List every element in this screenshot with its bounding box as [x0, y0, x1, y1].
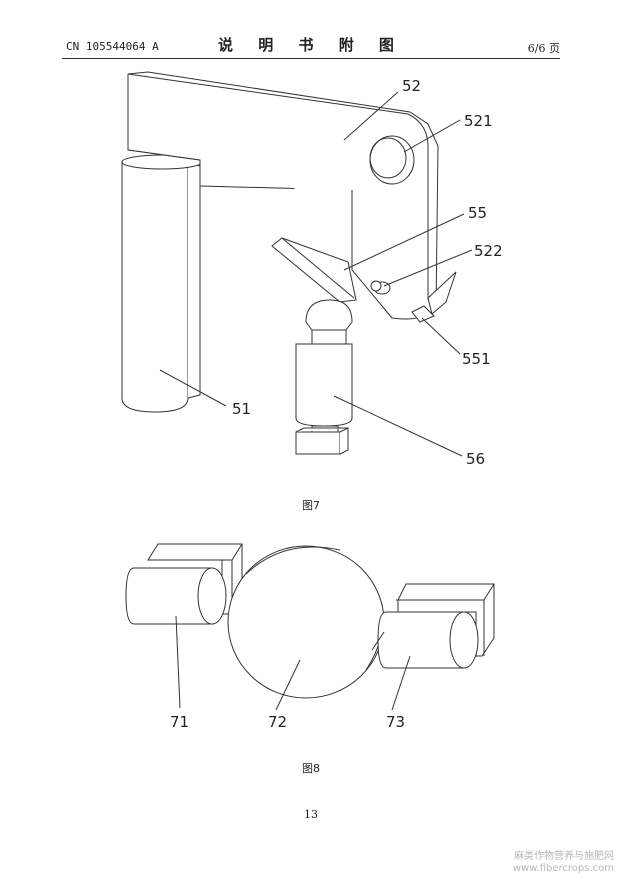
- roller-part-71: [125, 543, 243, 625]
- patent-number: CN 105544064 A: [66, 40, 159, 53]
- figure-7-caption: 图7: [302, 499, 320, 512]
- hole-part-521: [369, 135, 415, 185]
- column-part-51: [121, 154, 203, 413]
- watermark-line-2: www.fibercrops.com: [512, 863, 614, 874]
- label-522: 522: [474, 242, 503, 260]
- label-55: 55: [468, 204, 487, 222]
- pin-part-522: [370, 280, 391, 295]
- leader-lines: [159, 91, 473, 457]
- label-51: 51: [232, 400, 251, 418]
- roller-part-73: [371, 583, 495, 669]
- figure-8-drawing: 71 72 73: [125, 543, 495, 731]
- label-551: 551: [462, 350, 491, 368]
- section-title: 说 明 书 附 图: [218, 36, 404, 54]
- label-71: 71: [170, 713, 189, 731]
- figure-8-caption: 图8: [302, 762, 320, 775]
- page-header: CN 105544064 A 说 明 书 附 图 6/6 页: [0, 0, 622, 62]
- blade-part-55: [271, 237, 357, 303]
- page-indicator: 6/6 页: [527, 42, 560, 55]
- wheel-part-72: [227, 545, 385, 699]
- header-rule: [62, 58, 560, 59]
- body-part-56: [295, 299, 353, 455]
- watermark-line-1: 麻类作物营养与施肥网: [514, 851, 614, 862]
- clip-part-551: [411, 271, 457, 323]
- leader-lines-fig8: [175, 615, 411, 711]
- label-72: 72: [268, 713, 287, 731]
- label-52: 52: [402, 77, 421, 95]
- label-73: 73: [386, 713, 405, 731]
- page-number: 13: [304, 808, 318, 821]
- label-521: 521: [464, 112, 493, 130]
- label-56: 56: [466, 450, 485, 468]
- arm-part-52: [127, 71, 439, 320]
- watermark: 麻类作物营养与施肥网 www.fibercrops.com: [513, 851, 614, 875]
- figure-7-drawing: 52 521 55 522 551 51 56: [121, 71, 503, 468]
